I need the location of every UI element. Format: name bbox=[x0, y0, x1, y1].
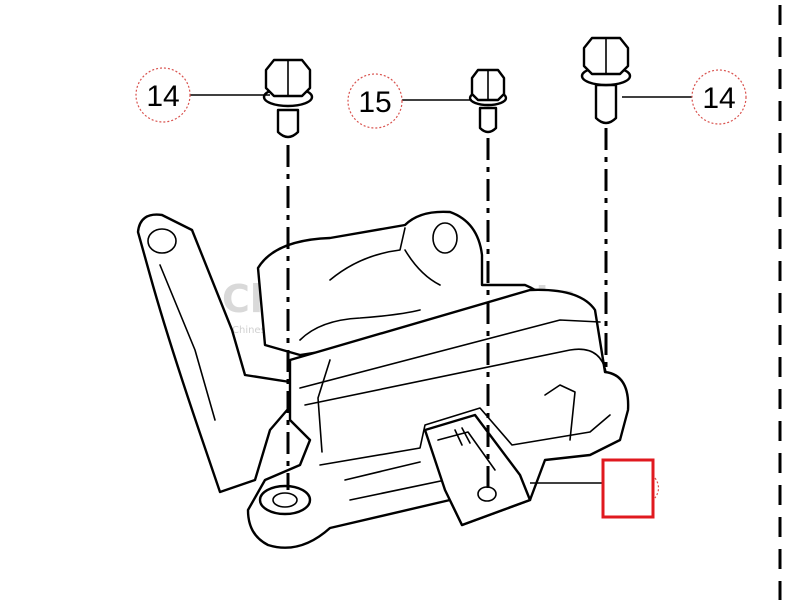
housing-contour-1 bbox=[329, 227, 406, 281]
body-rib-1 bbox=[344, 461, 421, 481]
callout-left-bolt: 14 bbox=[135, 67, 191, 123]
highlight-box bbox=[601, 458, 655, 519]
callout-circle bbox=[347, 73, 403, 129]
tab-slot-marks bbox=[454, 427, 471, 446]
housing-contour-3 bbox=[299, 309, 421, 341]
right-flange-bolt bbox=[580, 36, 632, 125]
left-foot-hole bbox=[272, 492, 298, 508]
tab-fold-line bbox=[437, 431, 496, 471]
right-bolt-shank bbox=[594, 83, 618, 125]
upper-housing-hole bbox=[432, 222, 458, 254]
body-ridge-lower bbox=[319, 407, 611, 466]
body-side-edge bbox=[317, 359, 331, 453]
left-bolt-shank bbox=[276, 108, 300, 139]
mount-center-tab bbox=[423, 413, 532, 527]
engine-mount-bracket bbox=[136, 210, 630, 549]
left-flange-bolt bbox=[262, 58, 314, 139]
center-bolt-shank bbox=[478, 106, 498, 134]
mount-left-arm bbox=[136, 213, 302, 494]
callout-label: 14 bbox=[702, 82, 735, 115]
callout-label: 14 bbox=[146, 80, 179, 113]
callout-label: 15 bbox=[358, 86, 391, 119]
arm-mounting-hole bbox=[147, 228, 177, 254]
callout-circle bbox=[691, 69, 747, 125]
left-foot-boss bbox=[258, 484, 312, 516]
body-ridge-top bbox=[299, 319, 601, 389]
body-ridge-mid bbox=[304, 348, 607, 406]
housing-contour-2 bbox=[404, 249, 441, 286]
body-rib-2 bbox=[349, 477, 456, 501]
callout-right-bolt: 14 bbox=[691, 69, 747, 125]
highlight-ref-arc bbox=[654, 477, 660, 499]
center-flange-bolt bbox=[468, 68, 508, 134]
callout-center-bolt: 15 bbox=[347, 73, 403, 129]
callout-circle bbox=[135, 67, 191, 123]
arm-edge-line bbox=[159, 264, 216, 421]
body-right-rib bbox=[544, 384, 576, 441]
